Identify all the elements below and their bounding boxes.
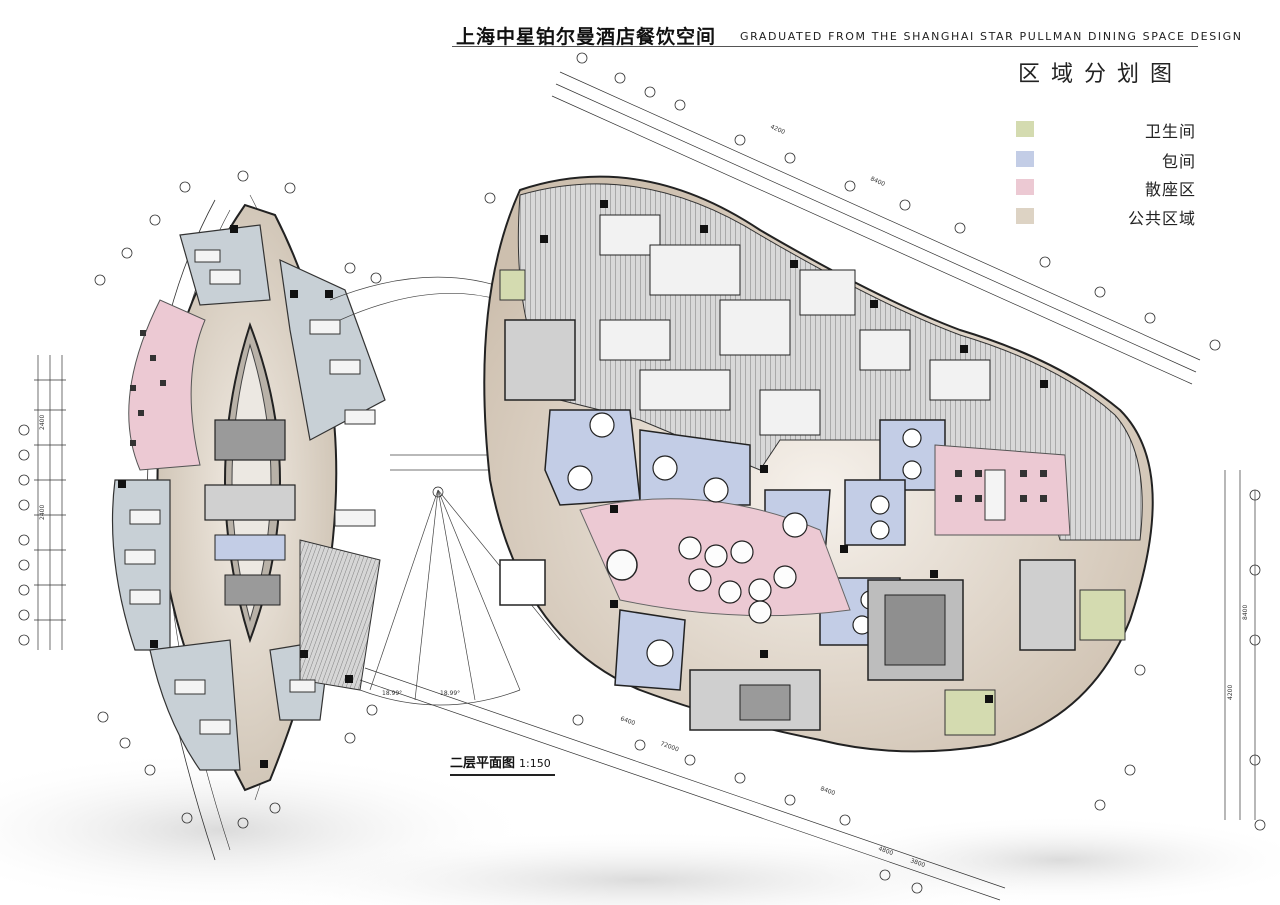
angle-label: 18.99° bbox=[440, 690, 460, 697]
left-tower bbox=[111, 194, 386, 861]
legend-label: 散座区 bbox=[1144, 180, 1196, 199]
legend-title: 区域分划图 bbox=[1018, 62, 1184, 87]
left-dimensions bbox=[18, 170, 382, 829]
dimension-label: 8400 bbox=[1242, 605, 1249, 620]
grid-bubbles bbox=[484, 52, 1266, 894]
dimension-label: 2400 bbox=[39, 415, 46, 430]
legend-swatch bbox=[1016, 208, 1034, 224]
plan-caption-title: 二层平面图 bbox=[450, 756, 516, 771]
title-english: Graduated from the Shanghai star Pullman… bbox=[740, 30, 1243, 43]
right-building bbox=[483, 175, 1154, 753]
legend-label: 包间 bbox=[1161, 152, 1196, 171]
dimension-label: 3800 bbox=[909, 857, 926, 869]
legend-swatch bbox=[1016, 151, 1034, 167]
dimension-label: 6400 bbox=[619, 715, 636, 727]
legend-item-restroom: 卫生间 bbox=[1016, 118, 1196, 141]
angle-label: 18.99° bbox=[382, 690, 402, 697]
sculpture-icon bbox=[606, 549, 638, 581]
legend-label: 公共区域 bbox=[1127, 209, 1196, 228]
dimension-label: 4200 bbox=[1227, 685, 1234, 700]
legend-swatch bbox=[1016, 121, 1034, 137]
legend-item-public-area: 公共区域 bbox=[1016, 205, 1196, 228]
legend-swatch bbox=[1016, 179, 1034, 195]
top-dimensions bbox=[359, 71, 1256, 901]
legend-item-private-room: 包间 bbox=[1016, 148, 1196, 171]
dimension-label: 4200 bbox=[769, 123, 786, 136]
radial-guide bbox=[329, 276, 561, 706]
plan-caption-scale: 1:150 bbox=[519, 757, 551, 770]
header-rule bbox=[452, 46, 1198, 47]
legend-item-open-seating: 散座区 bbox=[1016, 176, 1196, 199]
dimension-label: 8400 bbox=[819, 785, 836, 797]
dimension-label: 2400 bbox=[39, 505, 46, 520]
dimension-label: 8400 bbox=[869, 175, 886, 188]
title-chinese: 上海中星铂尔曼酒店餐饮空间 bbox=[456, 26, 717, 48]
legend-label: 卫生间 bbox=[1144, 122, 1196, 141]
dimension-label: 4800 bbox=[877, 845, 894, 857]
dimension-label: 72000 bbox=[659, 740, 680, 753]
